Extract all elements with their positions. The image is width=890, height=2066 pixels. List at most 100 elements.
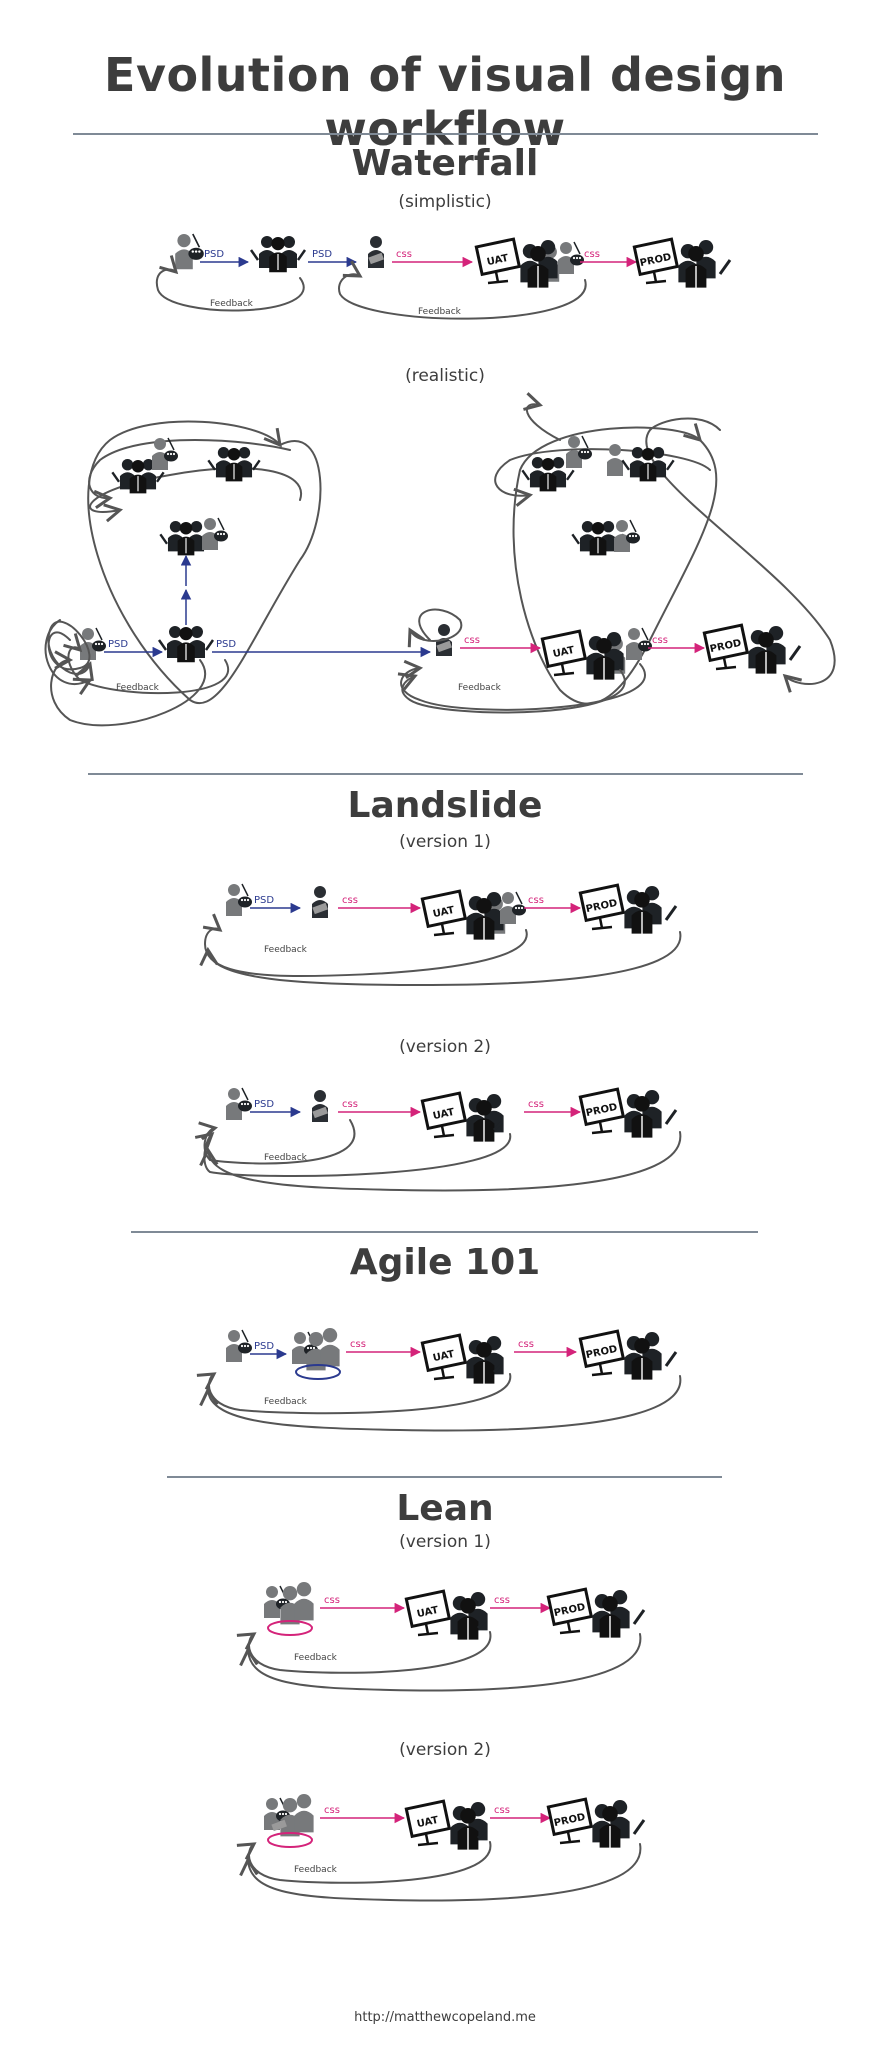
- monitor-label: UAT: [432, 1349, 456, 1364]
- feedback-loop: [239, 1843, 642, 1902]
- lean-subtitle-v1: (version 1): [399, 1532, 491, 1552]
- feedback-loop: [239, 1633, 642, 1692]
- arrow-label: PSD: [216, 639, 236, 650]
- arrow-label: css: [324, 1595, 340, 1606]
- arrow-label: css: [396, 249, 412, 260]
- css-arrow: css: [346, 1339, 422, 1358]
- feedback-loop: [50, 650, 207, 727]
- feedback-label: Feedback: [264, 1153, 308, 1163]
- feedback-label: Feedback: [294, 1865, 338, 1875]
- arrow-label: PSD: [108, 639, 128, 650]
- designer-icon: [175, 233, 204, 270]
- css-arrow: css: [338, 895, 422, 914]
- feedback-label: Feedback: [264, 1397, 308, 1407]
- feedback-loop: [202, 913, 528, 978]
- css-arrow: css: [490, 1805, 552, 1824]
- arrow-label: PSD: [204, 249, 224, 260]
- css-arrow: css: [320, 1805, 406, 1824]
- designer-icon: [202, 517, 228, 550]
- arrow-label: css: [494, 1595, 510, 1606]
- scribble-loop: [44, 619, 93, 695]
- uat-monitor: UAT: [540, 629, 626, 680]
- divider-landslide: [88, 773, 803, 775]
- lean-subtitle-v2: (version 2): [399, 1740, 491, 1760]
- developer-icon: [368, 236, 384, 268]
- stakeholders-icon: [621, 447, 675, 482]
- feedback-label: Feedback: [116, 683, 160, 693]
- feedback-loop: [199, 1375, 682, 1432]
- prod-monitor: PROD: [546, 1797, 646, 1848]
- uat-monitor: UAT: [420, 889, 506, 940]
- divider-waterfall: [73, 133, 818, 135]
- funnel-loop: [512, 423, 718, 705]
- funnel-loop: [87, 420, 322, 704]
- feedback-loop: [397, 669, 626, 714]
- arrow-label: css: [342, 1099, 358, 1110]
- css-arrow: css: [648, 635, 706, 654]
- stakeholders-icon: [159, 521, 213, 556]
- stakeholders-icon: [207, 447, 261, 482]
- waterfall-subtitle-simplistic: (simplistic): [398, 192, 492, 212]
- monitor-label: UAT: [432, 1107, 456, 1122]
- css-arrow: css: [580, 249, 638, 268]
- funnel-loop: [523, 392, 561, 441]
- funnel-loop: [88, 439, 291, 510]
- stakeholders-icon: [521, 457, 575, 492]
- waterfall-subtitle-realistic: (realistic): [405, 366, 485, 386]
- landslide-subtitle-v1: (version 1): [399, 832, 491, 852]
- prod-monitor: PROD: [578, 883, 678, 934]
- collaboration-ring: [267, 1620, 313, 1636]
- feedback-loop: [199, 1131, 682, 1192]
- arrow-label: PSD: [254, 1341, 274, 1352]
- funnel-loop: [645, 417, 836, 693]
- laptop-icon: [271, 1819, 287, 1832]
- psd-arrow: PSD: [308, 249, 358, 268]
- stakeholders-icon: [249, 236, 307, 273]
- designer-icon: [626, 627, 652, 660]
- monitor-label: UAT: [486, 253, 510, 268]
- arrow-label: css: [528, 895, 544, 906]
- css-arrow: css: [338, 1099, 422, 1118]
- css-arrow: css: [514, 1339, 578, 1358]
- developer-icon: [436, 624, 452, 656]
- feedback-label: Feedback: [210, 299, 254, 309]
- css-arrow: css: [460, 635, 542, 654]
- arrow-label: PSD: [312, 249, 332, 260]
- funnel-loop: [89, 467, 303, 523]
- feedback-loop: [199, 931, 682, 987]
- feedback-loop: [194, 1131, 512, 1177]
- uat-monitor: UAT: [404, 1589, 488, 1640]
- monitor-label: UAT: [416, 1815, 440, 1830]
- uat-monitor: UAT: [420, 1091, 504, 1142]
- psd-arrow: PSD: [200, 249, 250, 268]
- psd-arrow: PSD: [250, 1099, 302, 1118]
- psd-arrow: PSD: [212, 639, 432, 658]
- prod-monitor: PROD: [546, 1587, 646, 1638]
- designer-icon: [614, 519, 640, 552]
- stakeholders-icon: [157, 626, 215, 663]
- designer-icon: [152, 437, 178, 470]
- feedback-label: Feedback: [294, 1653, 338, 1663]
- prod-monitor: PROD: [632, 237, 732, 288]
- designer-icon: [566, 435, 592, 468]
- arrow-label: css: [324, 1805, 340, 1816]
- divider-agile: [131, 1231, 758, 1233]
- arrow-label: css: [494, 1805, 510, 1816]
- landslide-subtitle-v2: (version 2): [399, 1037, 491, 1057]
- scribble-loop: [407, 608, 463, 648]
- funnel-loop: [494, 448, 711, 507]
- arrow-label: css: [652, 635, 668, 646]
- arrow-label: css: [342, 895, 358, 906]
- arrow-label: PSD: [254, 895, 274, 906]
- lean-title: Lean: [396, 1488, 494, 1529]
- arrow-label: css: [350, 1339, 366, 1350]
- agile-title: Agile 101: [349, 1242, 541, 1283]
- feedback-loop: [196, 1372, 512, 1415]
- css-arrow: css: [524, 895, 582, 914]
- psd-arrow: PSD: [250, 1341, 288, 1360]
- stakeholders-icon: [111, 459, 165, 494]
- css-arrow: css: [524, 1099, 582, 1118]
- arrow-label: css: [584, 249, 600, 260]
- designer-icon: [226, 1087, 252, 1120]
- feedback-label: Feedback: [418, 307, 462, 317]
